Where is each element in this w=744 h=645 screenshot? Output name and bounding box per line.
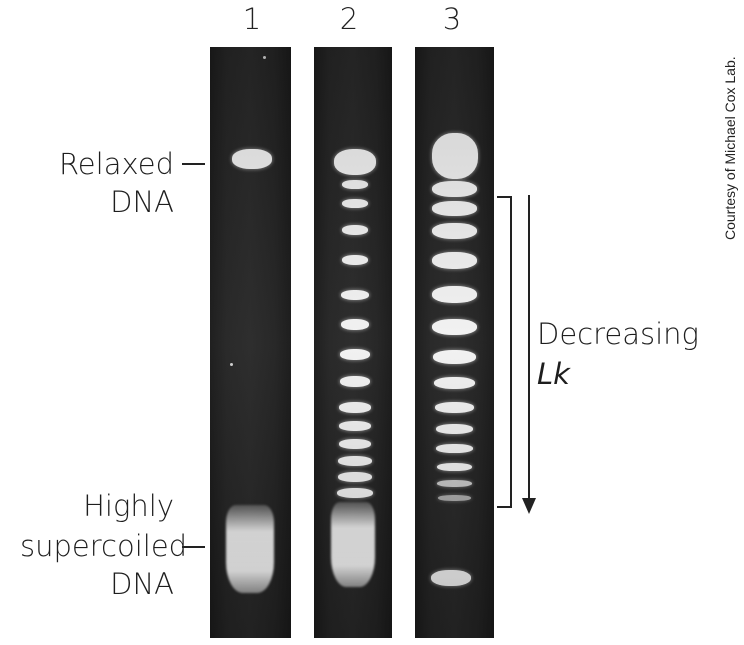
supercoiled-dna-smear	[226, 505, 274, 593]
topoisomer-band	[342, 255, 368, 265]
topoisomer-band	[433, 350, 476, 364]
topoisomer-band	[339, 402, 371, 413]
topoisomer-band	[340, 376, 370, 387]
supercoiled-dna-band	[431, 570, 471, 586]
topoisomer-band	[337, 488, 373, 498]
supercoiled-dna-smear	[331, 502, 375, 587]
topoisomer-band	[432, 319, 477, 335]
topoisomer-band	[435, 402, 474, 413]
topoisomer-band	[341, 319, 369, 330]
relaxed-dna-label-line2: DNA	[110, 185, 174, 219]
topoisomer-band	[437, 480, 472, 487]
topoisomer-band	[432, 181, 477, 197]
relaxed-dna-band	[432, 133, 478, 179]
topoisomer-band	[340, 349, 370, 360]
relaxed-dna-band	[232, 149, 272, 169]
bracket-vertical	[510, 197, 512, 507]
supercoiled-dna-pointer	[182, 546, 205, 548]
relaxed-dna-pointer	[182, 163, 205, 165]
topoisomer-band	[432, 286, 477, 303]
lane-3-number: 3	[442, 2, 462, 36]
lane-2-number: 2	[339, 2, 359, 36]
topoisomer-band	[338, 472, 372, 482]
topoisomer-band	[432, 201, 477, 216]
decreasing-arrow-shaft	[528, 195, 530, 500]
lk-label: Lk	[537, 357, 570, 391]
bracket-top	[497, 196, 512, 198]
topoisomer-band	[339, 439, 371, 449]
decreasing-label: Decreasing	[537, 317, 699, 351]
gel-speck	[230, 363, 233, 366]
topoisomer-band	[432, 223, 477, 239]
topoisomer-band	[437, 463, 472, 471]
topoisomer-band	[342, 199, 368, 208]
topoisomer-band	[342, 180, 368, 189]
arrow-down-icon	[522, 498, 536, 514]
topoisomer-band	[438, 495, 471, 501]
topoisomer-band	[436, 424, 473, 434]
gel-lane-2	[314, 47, 392, 638]
topoisomer-band	[338, 456, 372, 466]
photo-credit: Courtesy of Michael Cox Lab.	[722, 56, 738, 240]
gel-lane-3	[415, 47, 494, 638]
topoisomer-band	[341, 290, 369, 300]
supercoiled-dna-label-line3: DNA	[110, 567, 174, 601]
gel-speck	[263, 56, 266, 59]
supercoiled-dna-label-line1: Highly	[83, 489, 174, 523]
lane-1-number: 1	[242, 2, 262, 36]
relaxed-dna-band	[334, 149, 376, 175]
gel-lane-1	[210, 47, 291, 638]
supercoiled-dna-label-line2: supercoiled	[20, 529, 188, 563]
topoisomer-band	[432, 252, 477, 269]
topoisomer-band	[436, 444, 473, 453]
topoisomer-band	[434, 377, 475, 389]
topoisomer-band	[339, 421, 371, 431]
bracket-bottom	[497, 506, 512, 508]
topoisomer-band	[342, 225, 368, 235]
relaxed-dna-label-line1: Relaxed	[58, 147, 174, 181]
